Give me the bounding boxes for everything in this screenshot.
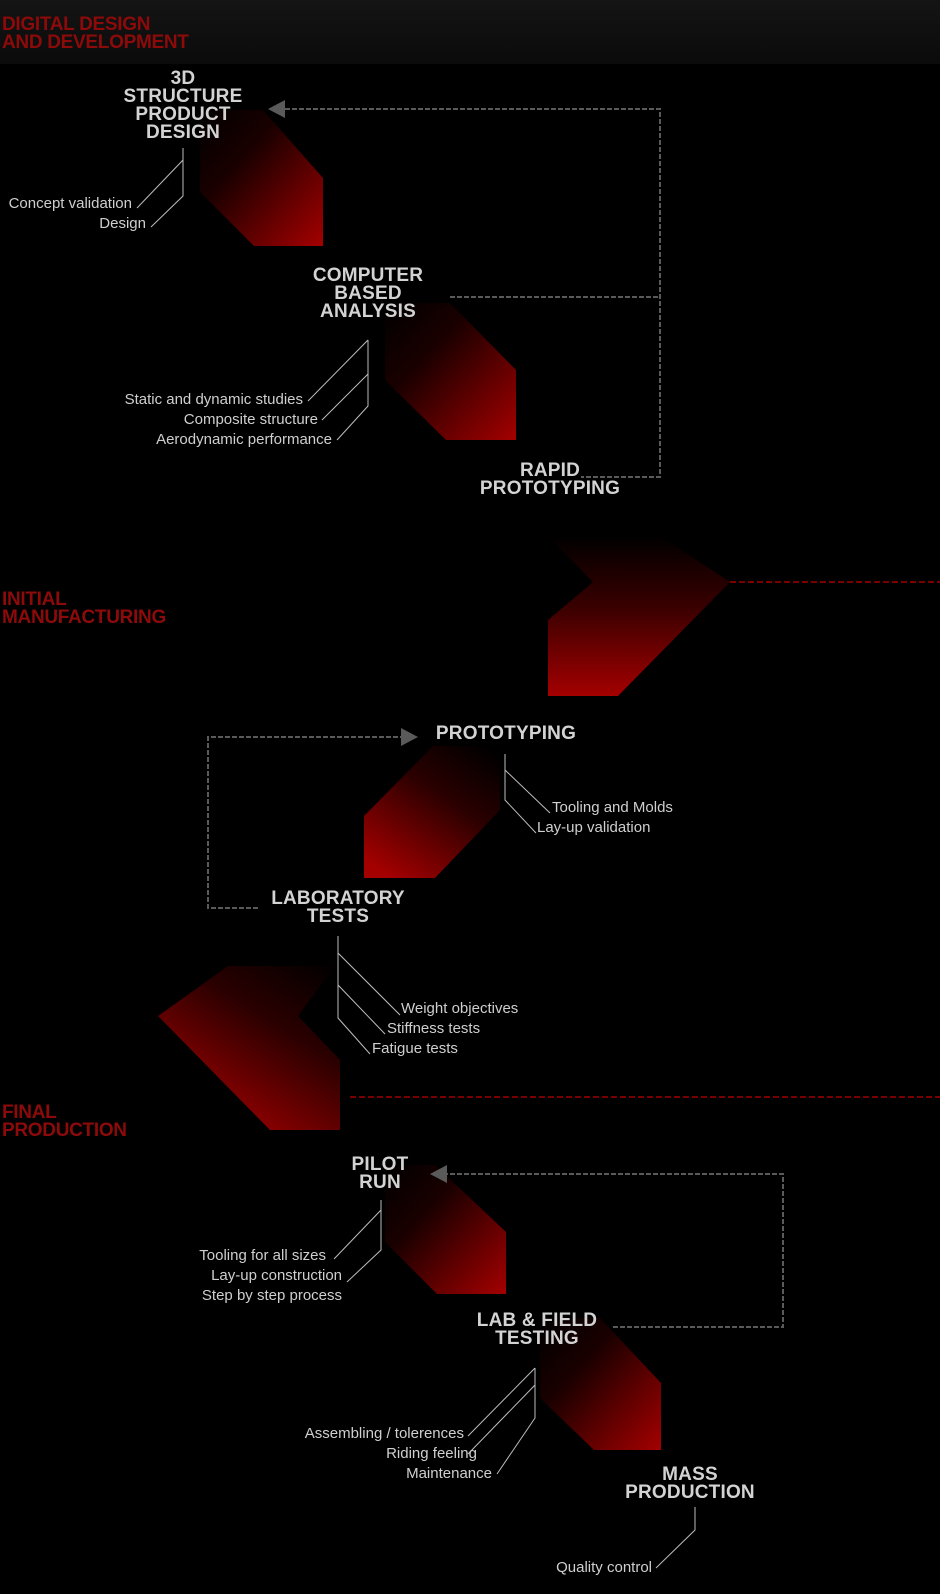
connector-loop-manufacturing [207, 736, 402, 909]
leaders-laboratory-tests [337, 936, 401, 1055]
red-arrow-chevron-left [158, 966, 340, 1130]
item-stiffness-tests: Stiffness tests [387, 1020, 481, 1037]
arrowhead-digital [268, 100, 285, 118]
section-title-digital-design: DIGITAL DESIGN AND DEVELOPMENT [2, 14, 189, 53]
leaders-pilot-run [333, 1200, 382, 1283]
item-riding-feeling: Riding feeling [386, 1445, 477, 1462]
leaders-prototyping [504, 754, 551, 834]
node-title-structure-design: 3D STRUCTURE PRODUCT DESIGN [123, 68, 243, 143]
item-static-dynamic: Static and dynamic studies [124, 391, 303, 408]
item-design: Design [99, 215, 146, 232]
item-step-by-step: Step by step process [201, 1287, 342, 1304]
arrowhead-manufacturing [401, 728, 418, 746]
leaders-structure-design [136, 148, 184, 228]
leaders-lab-field [467, 1367, 536, 1475]
leaders-computer-analysis [307, 339, 369, 441]
item-layup-construction: Lay-up construction [211, 1267, 342, 1284]
node-title-prototyping: PROTOTYPING [435, 723, 577, 744]
section-title-initial-manufacturing: INITIAL MANUFACTURING [2, 589, 166, 628]
red-arrow-5 [540, 1318, 661, 1450]
node-title-computer-analysis: COMPUTER BASED ANALYSIS [312, 265, 424, 322]
node-title-pilot-run: PILOT RUN [351, 1154, 409, 1193]
item-weight-objectives: Weight objectives [401, 1000, 519, 1017]
item-concept-validation: Concept validation [8, 195, 132, 212]
section-title-final-production: FINAL PRODUCTION [2, 1102, 127, 1141]
connector-loop-production [446, 1173, 784, 1328]
item-fatigue-tests: Fatigue tests [372, 1040, 458, 1057]
leaders-mass-production [655, 1507, 696, 1569]
item-assembling: Assembling / tolerences [304, 1425, 464, 1442]
red-arrow-2 [385, 303, 516, 440]
red-arrow-chevron-down [548, 536, 730, 696]
node-title-rapid-prototyping: RAPID PROTOTYPING [479, 460, 621, 499]
item-quality-control: Quality control [556, 1559, 652, 1576]
item-aerodynamic: Aerodynamic performance [156, 431, 332, 448]
red-arrow-4 [385, 1165, 506, 1294]
arrowhead-production [430, 1165, 447, 1183]
item-layup-validation: Lay-up validation [537, 819, 651, 836]
node-title-lab-field-testing: LAB & FIELD TESTING [476, 1310, 598, 1349]
item-composite-structure: Composite structure [183, 411, 318, 428]
item-maintenance: Maintenance [406, 1465, 492, 1482]
header-band [0, 0, 940, 64]
item-tooling-sizes: Tooling for all sizes [199, 1247, 326, 1264]
red-arrow-1 [200, 110, 323, 246]
item-tooling-molds: Tooling and Molds [552, 799, 673, 816]
node-title-mass-production: MASS PRODUCTION [625, 1464, 755, 1503]
node-title-laboratory-tests: LABORATORY TESTS [271, 888, 405, 927]
red-arrow-3 [364, 746, 500, 878]
